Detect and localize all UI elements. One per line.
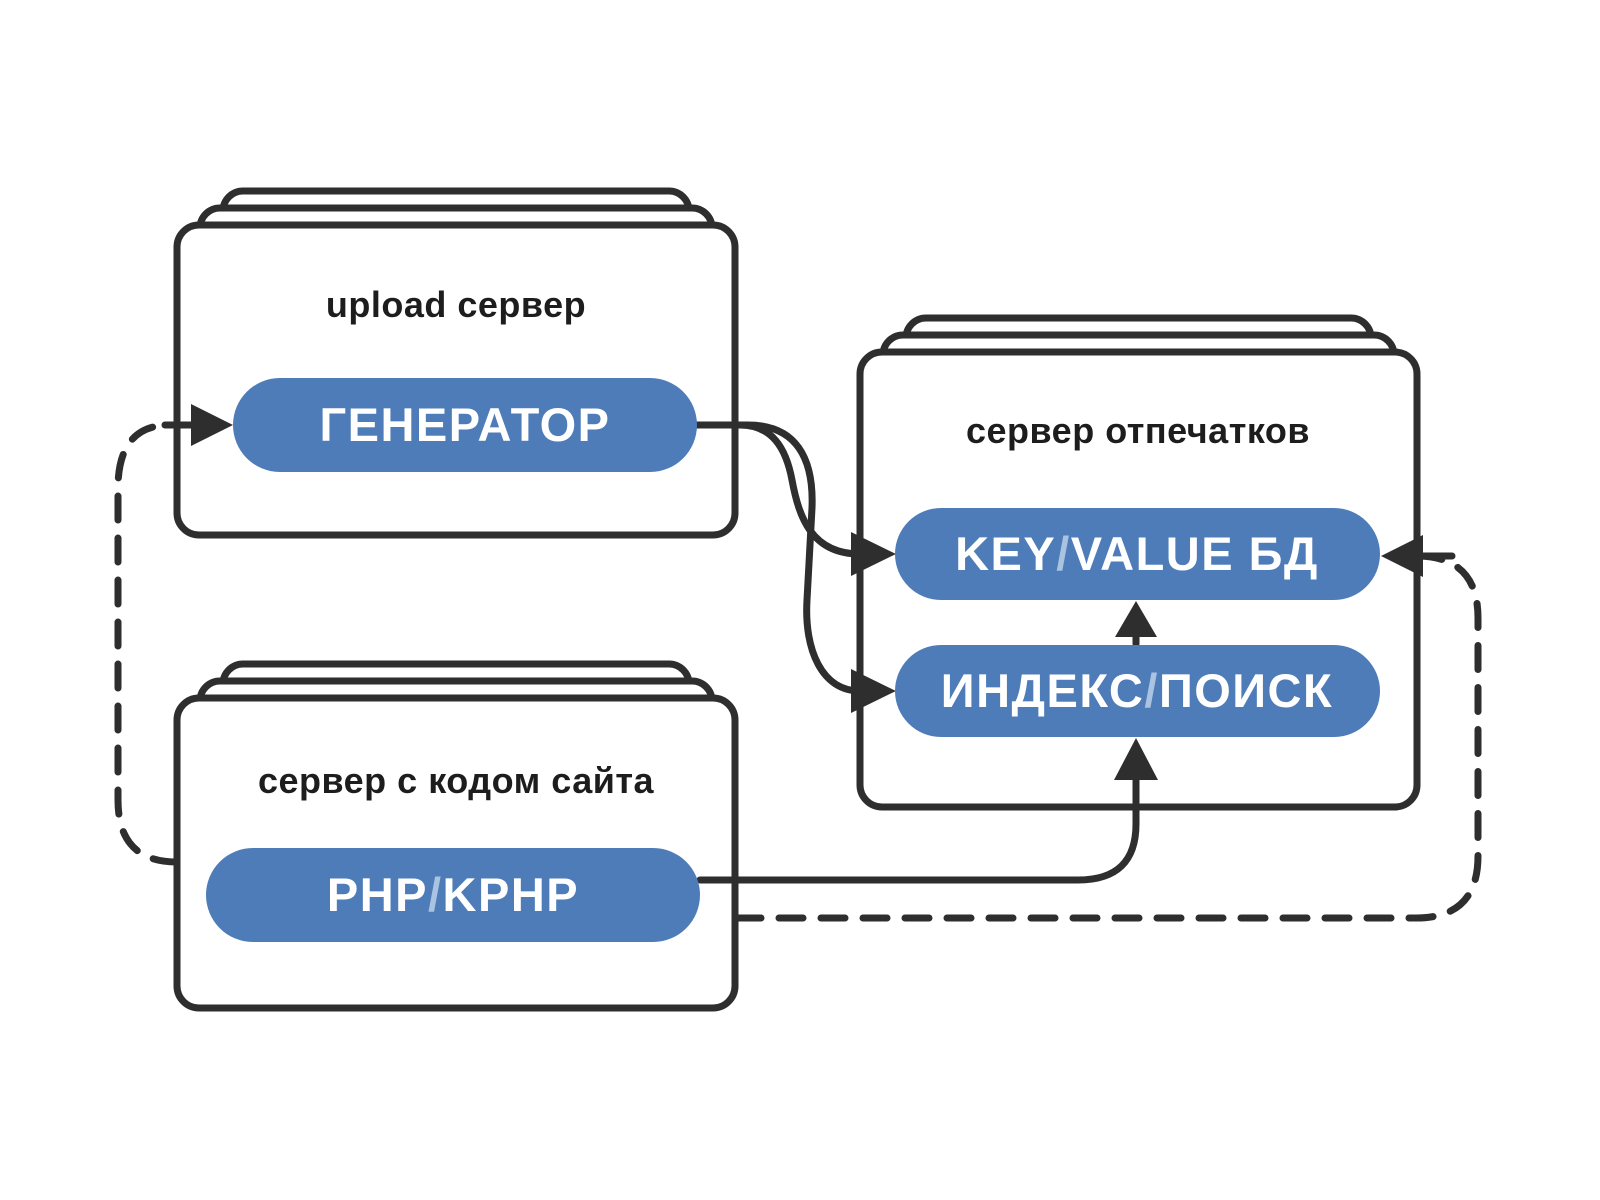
key-value-db-pill: [895, 508, 1380, 600]
generator-pill: [233, 378, 697, 472]
dashed-loop-php-to-keyvalue: [733, 535, 1482, 922]
index-search-pre: ИНДЕКС: [941, 664, 1145, 717]
php-kphp-pill: [206, 848, 700, 942]
key-value-pre: KEY: [955, 527, 1056, 580]
php-post: KPHP: [443, 868, 580, 921]
upload-server-title: upload сервер: [326, 284, 586, 325]
php-pre: PHP: [327, 868, 428, 921]
generator-to-index-path: [693, 421, 864, 695]
arrowhead-into-index-left: [851, 669, 896, 713]
fingerprint-server-title: сервер отпечатков: [966, 410, 1310, 451]
key-value-slash: /: [1056, 527, 1071, 580]
index-search-pill-label: ИНДЕКС/ПОИСК: [941, 664, 1333, 717]
dashed-loop-left-path: [114, 421, 181, 866]
key-value-db-pill-label: KEY/VALUE БД: [955, 527, 1319, 580]
dashed-loop-php-to-generator: [114, 404, 233, 866]
dashed-loop-right-path: [733, 552, 1482, 922]
php-to-index-path: [696, 776, 1140, 884]
index-search-slash: /: [1144, 664, 1159, 717]
site-code-server-title: сервер с кодом сайта: [258, 760, 655, 801]
arrow-php-to-index: [696, 738, 1158, 884]
arrowhead-into-generator: [191, 404, 233, 446]
arrow-generator-to-index: [693, 421, 896, 713]
arrow-index-to-keyvalue: [1115, 601, 1157, 648]
arrowhead-into-keyvalue-bottom: [1115, 601, 1157, 637]
arrowhead-into-keyvalue-left: [851, 532, 896, 576]
index-search-pill: [895, 645, 1380, 737]
php-slash: /: [428, 868, 443, 921]
index-search-post: ПОИСК: [1159, 664, 1333, 717]
key-value-post: VALUE БД: [1071, 527, 1319, 580]
generator-pill-label: ГЕНЕРАТОР: [319, 398, 610, 451]
arrowhead-into-index-bottom: [1114, 738, 1158, 780]
php-kphp-pill-label: PHP/KPHP: [327, 868, 579, 921]
arrowhead-into-keyvalue-right: [1381, 535, 1423, 577]
